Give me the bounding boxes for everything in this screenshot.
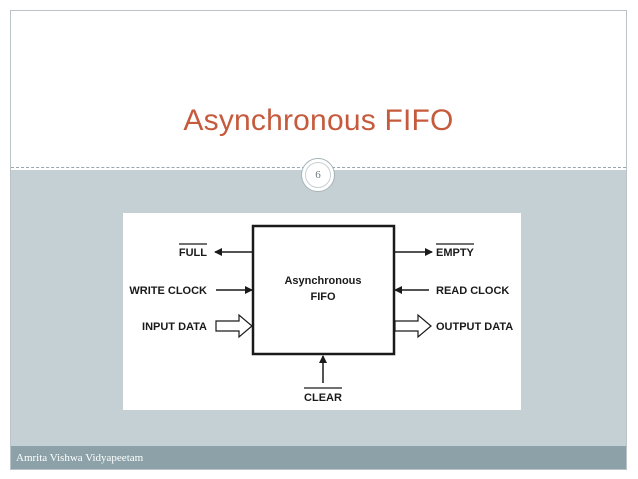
- slide-frame: [10, 10, 627, 470]
- fifo-block-diagram: Asynchronous FIFO FULL WRITE CLOCK INPUT…: [129, 224, 513, 404]
- footer-text: Amrita Vishwa Vidyapeetam: [16, 452, 144, 464]
- signal-full-label: FULL: [179, 247, 207, 259]
- signal-write-clock-label: WRITE CLOCK: [129, 285, 207, 297]
- page-number-badge: 6: [301, 158, 335, 192]
- signal-input-data-bus-arrow: [215, 313, 253, 339]
- page-number: 6: [315, 169, 321, 181]
- signal-input-data-label: INPUT DATA: [142, 321, 207, 333]
- footer-bar: [11, 446, 626, 469]
- block-label-line2: FIFO: [310, 291, 335, 303]
- diagram-panel: Asynchronous FIFO FULL WRITE CLOCK INPUT…: [123, 213, 521, 410]
- fifo-block: [251, 224, 396, 356]
- signal-empty-label: EMPTY: [436, 247, 475, 259]
- signal-read-clock-label: READ CLOCK: [436, 285, 509, 297]
- signal-output-data-bus-arrow: [394, 313, 432, 339]
- signal-output-data-label: OUTPUT DATA: [436, 321, 513, 333]
- block-label-line1: Asynchronous: [284, 275, 361, 287]
- signal-clear-label: CLEAR: [304, 392, 342, 404]
- slide-title: Asynchronous FIFO: [183, 104, 454, 137]
